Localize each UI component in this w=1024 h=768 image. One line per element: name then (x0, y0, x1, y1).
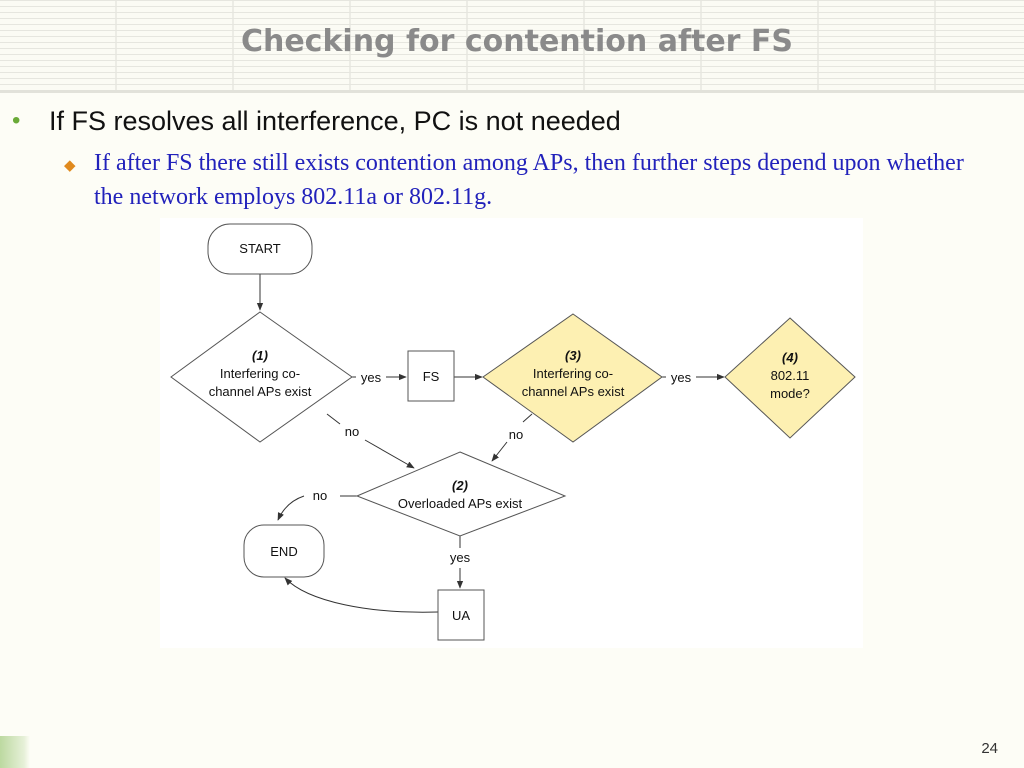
decision-4-line2: mode? (770, 386, 810, 401)
decision-3-line1: Interfering co- (533, 366, 613, 381)
edge-label-yes-2: yes (450, 550, 471, 565)
decision-1-number: (1) (252, 348, 268, 363)
edge-label-no-3: no (509, 427, 523, 442)
end-label: END (270, 544, 297, 559)
decision-1-line2: channel APs exist (209, 384, 312, 399)
flowchart-connectors (256, 274, 725, 613)
decision-3-number: (3) (565, 348, 581, 363)
page-number: 24 (981, 740, 998, 757)
edge-ua-to-end (284, 577, 439, 613)
edge-no-to-d2 (364, 439, 415, 469)
start-label: START (239, 241, 280, 256)
decision-4-shape (724, 317, 856, 439)
edge-d3-to-no (522, 413, 533, 423)
decision-1-line1: Interfering co- (220, 366, 300, 381)
flowchart-svg: START (1) Interfering co- channel APs ex… (170, 223, 856, 641)
title-divider (0, 90, 1024, 93)
ua-label: UA (452, 608, 470, 623)
edge-d1-to-no (326, 413, 341, 425)
orange-diamond-bullet-icon: ◆ (64, 158, 76, 174)
decision-1-shape (170, 311, 353, 443)
end-node (243, 524, 325, 578)
edge-label-yes-3: yes (671, 370, 692, 385)
fs-node (407, 350, 455, 402)
edge-label-no-1: no (345, 424, 359, 439)
green-corner-decoration (0, 736, 30, 768)
green-bullet-icon: • (12, 107, 21, 134)
decision-2-number: (2) (452, 478, 468, 493)
edge-label-no-2: no (313, 488, 327, 503)
bullet-level2-text: If after FS there still exists contentio… (94, 150, 964, 210)
decision-4-line1: 802.11 (771, 368, 810, 383)
title-bar-background (0, 0, 1024, 90)
bullet-level1-text: If FS resolves all interference, PC is n… (49, 106, 621, 136)
edge-label-yes-1: yes (361, 370, 382, 385)
fs-label: FS (423, 369, 440, 384)
slide-title: Checking for contention after FS (240, 24, 794, 59)
ua-node (437, 589, 485, 641)
decision-2-line1: Overloaded APs exist (398, 496, 523, 511)
edge-no-to-d2-right (491, 441, 508, 462)
decision-3-shape (482, 313, 663, 443)
start-node (207, 223, 313, 275)
flowchart-figure: START (1) Interfering co- channel APs ex… (160, 218, 863, 648)
decision-3-line2: channel APs exist (522, 384, 625, 399)
edge-no-to-end (277, 495, 305, 521)
decision-4-number: (4) (782, 350, 798, 365)
decision-2-shape (355, 451, 567, 537)
